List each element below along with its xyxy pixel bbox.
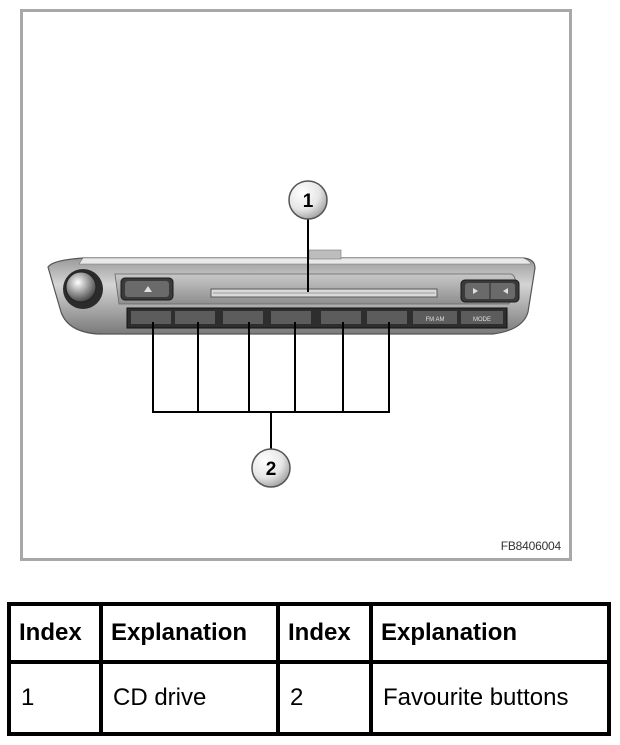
header-index-1: Index [7, 602, 103, 664]
header-index-2: Index [276, 602, 373, 664]
cd-drive-slot [210, 288, 438, 298]
radio-unit-illustration: FM AM MODE 1 [47, 180, 536, 488]
figure-frame: FM AM MODE 1 [20, 9, 572, 561]
callout-2-label: 2 [266, 459, 277, 480]
mode-label: MODE [473, 317, 491, 323]
table-header-row: Index Explanation Index Explanation [7, 602, 611, 664]
callout-1-label: 1 [303, 191, 314, 212]
callout-2-leader [152, 322, 390, 450]
callout-2: 2 [251, 448, 291, 488]
figure-code: FB8406004 [500, 539, 561, 553]
seek-buttons [460, 279, 520, 303]
table-row: 1 CD drive 2 Favourite buttons [7, 660, 611, 736]
fm-am-label: FM AM [426, 317, 445, 323]
callout-1: 1 [288, 180, 328, 220]
cell-index-1: 1 [7, 660, 103, 736]
eject-button [120, 277, 174, 301]
header-explanation-2: Explanation [369, 602, 611, 664]
favourite-buttons-strip: FM AM MODE [126, 307, 508, 329]
cell-explanation-1: CD drive [99, 660, 280, 736]
volume-knob [63, 269, 103, 309]
index-table: Index Explanation Index Explanation 1 CD… [7, 602, 611, 736]
cell-explanation-2: Favourite buttons [369, 660, 611, 736]
cell-index-2: 2 [276, 660, 373, 736]
header-explanation-1: Explanation [99, 602, 280, 664]
